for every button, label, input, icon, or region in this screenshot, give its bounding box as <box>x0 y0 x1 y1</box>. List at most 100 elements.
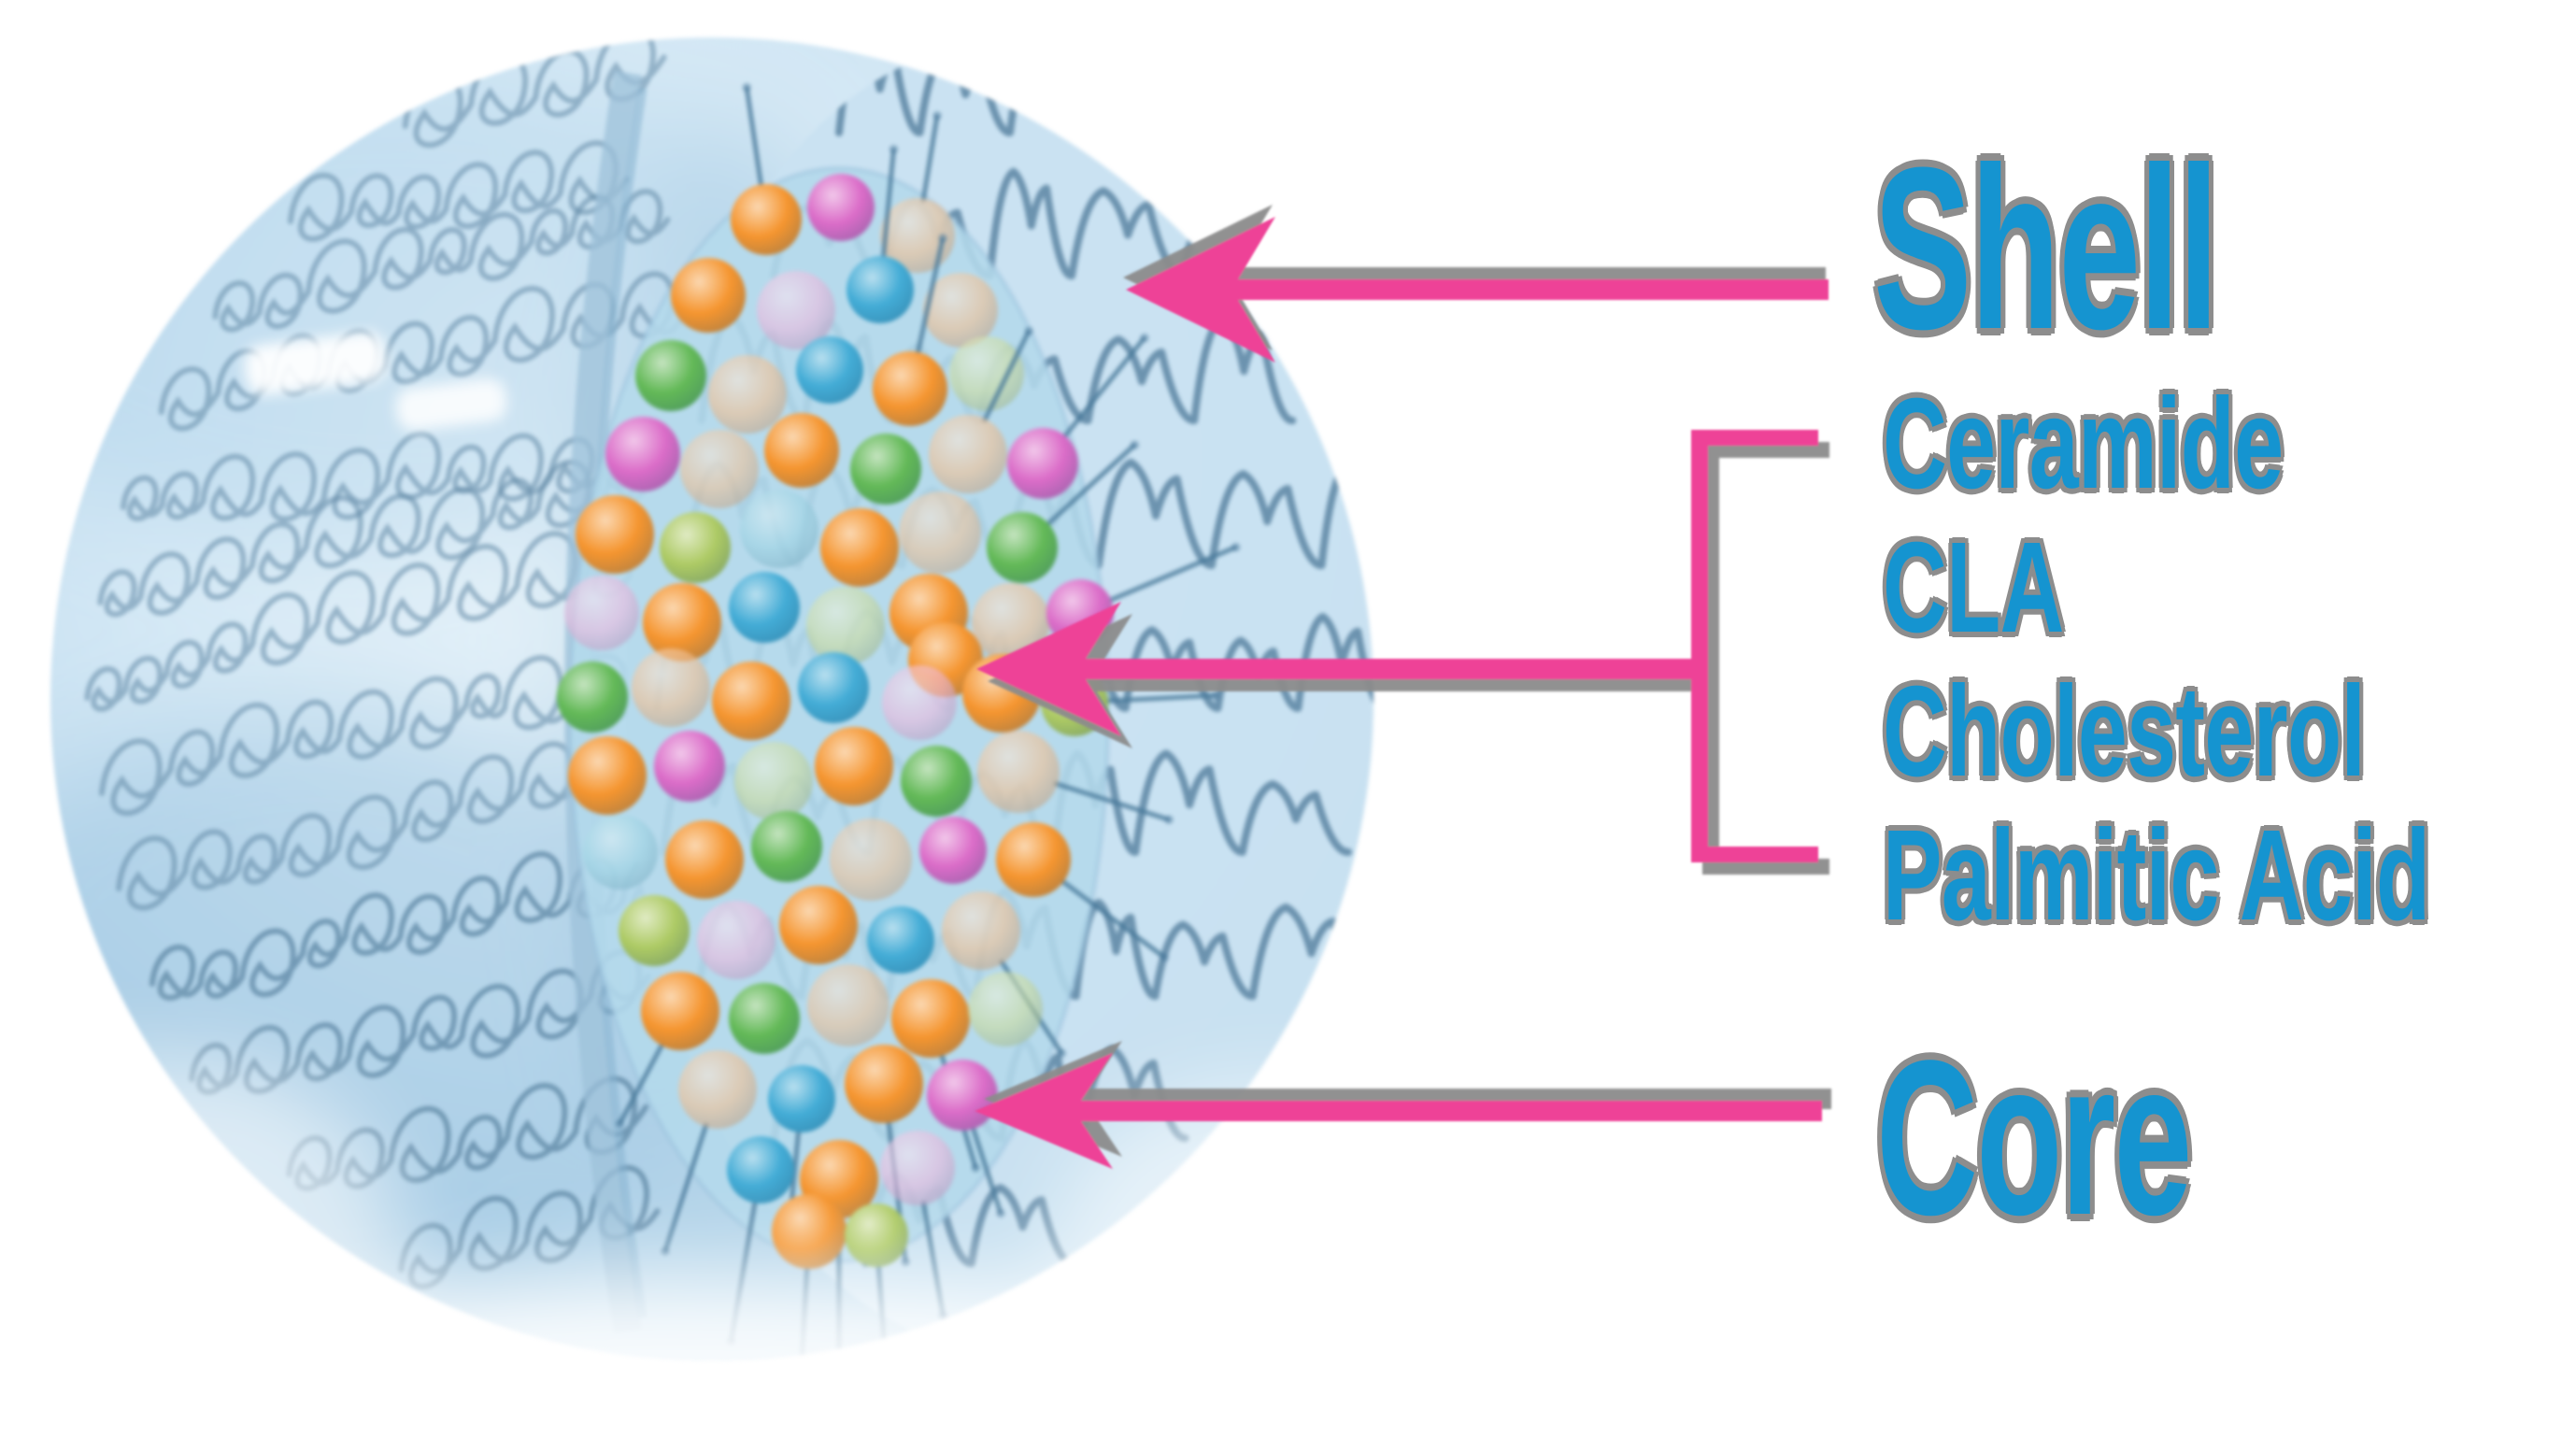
molecule-ball <box>583 815 658 890</box>
molecule-ball <box>891 979 970 1058</box>
molecule-tail <box>1044 443 1137 528</box>
molecule-ball <box>820 508 899 587</box>
core-label: Core <box>1876 1015 2192 1261</box>
molecule-ball <box>845 1203 908 1267</box>
molecule-ball <box>873 351 947 426</box>
molecule-ball <box>757 271 835 349</box>
bracket-bottom-stub <box>1691 847 1818 862</box>
components-arrow-and-bracket <box>976 430 1818 862</box>
core-molecule-dots <box>557 83 1241 1360</box>
molecule-tail <box>981 330 1032 424</box>
molecule-ball <box>880 1131 955 1205</box>
bracket-vertical <box>1691 430 1708 862</box>
molecule-tail <box>970 1124 1003 1215</box>
core-arrow <box>975 1053 1822 1169</box>
molecule-ball <box>929 415 1007 493</box>
molecule-ball <box>807 964 890 1046</box>
molecule-tail <box>662 1122 709 1252</box>
molecule-tail <box>1053 780 1170 822</box>
molecule-ball <box>942 891 1020 970</box>
molecule-ball <box>641 972 719 1050</box>
core-arrow-shaft <box>1079 1101 1822 1121</box>
molecule-ball <box>1007 428 1078 499</box>
bracket-top-stub <box>1691 430 1818 446</box>
molecule-tail <box>1103 692 1216 704</box>
molecule-ball <box>880 198 955 273</box>
molecule-ball <box>729 572 800 643</box>
molecule-ball <box>654 731 725 802</box>
molecule-ball <box>815 727 893 805</box>
molecule-ball <box>564 576 639 650</box>
shell-arrow <box>1126 217 1829 363</box>
molecule-tail <box>1059 877 1166 960</box>
molecule-ball <box>949 336 1024 411</box>
molecule-ball <box>977 731 1060 813</box>
molecule-ball <box>678 1050 757 1129</box>
molecule-ball <box>807 174 875 241</box>
molecule-ball <box>764 413 839 488</box>
molecule-ball <box>568 736 647 815</box>
molecule-ball <box>729 983 800 1054</box>
molecule-ball <box>779 886 858 964</box>
shell-arrowhead-icon <box>1126 217 1275 363</box>
molecule-ball <box>671 258 746 333</box>
molecule-ball <box>660 512 731 583</box>
component-label: CLA <box>1883 516 2064 660</box>
molecule-ball <box>665 820 744 899</box>
molecule-tail <box>915 237 946 357</box>
molecule-ball <box>972 583 1050 662</box>
molecule-ball <box>740 490 818 568</box>
molecule-ball <box>680 430 759 508</box>
component-label: Cholesterol <box>1883 660 2366 804</box>
molecule-tail <box>880 149 896 261</box>
molecule-ball <box>830 819 912 901</box>
shell-arrow-shaft <box>1235 279 1829 300</box>
component-label: Palmitic Acid <box>1883 804 2430 947</box>
molecule-ball <box>882 665 957 740</box>
molecule-ball <box>927 1060 998 1131</box>
molecule-ball <box>798 652 869 723</box>
molecule-ball <box>847 256 914 323</box>
molecule-ball <box>635 340 706 411</box>
molecule-tail <box>920 115 940 203</box>
molecule-ball <box>923 273 998 348</box>
molecule-ball <box>576 495 654 574</box>
molecule-tail <box>1060 336 1146 441</box>
molecule-ball <box>806 587 885 665</box>
molecule-ball <box>708 355 787 434</box>
component-label: Ceramide <box>1883 372 2284 516</box>
molecule-ball <box>605 417 680 491</box>
molecule-tail <box>618 1041 666 1125</box>
molecule-ball <box>768 1065 835 1132</box>
molecule-ball <box>643 583 721 662</box>
molecule-ball <box>772 1194 847 1269</box>
core-arrowhead-icon <box>975 1053 1113 1169</box>
molecule-ball <box>734 742 813 820</box>
molecule-ball <box>899 491 981 574</box>
components-arrow-shaft <box>1084 659 1701 679</box>
shell-label: Shell <box>1873 120 2219 377</box>
molecule-tail <box>1106 545 1237 604</box>
nanoparticle-sphere <box>50 37 1373 1360</box>
molecule-ball <box>996 822 1071 897</box>
molecule-tail <box>744 87 764 189</box>
molecule-ball <box>867 906 934 974</box>
molecule-ball <box>731 184 802 255</box>
molecule-ball <box>901 746 972 817</box>
molecule-ball <box>619 895 690 966</box>
components-arrowhead-icon <box>976 602 1121 736</box>
molecule-ball <box>727 1136 794 1203</box>
molecule-ball <box>919 817 987 884</box>
molecule-ball <box>796 336 863 404</box>
molecule-ball <box>845 1045 923 1123</box>
molecule-ball <box>968 972 1043 1046</box>
molecule-ball <box>850 434 921 505</box>
molecule-ball <box>557 662 628 733</box>
molecule-ball <box>987 512 1058 583</box>
molecule-ball <box>697 901 776 979</box>
molecule-ball <box>632 648 710 727</box>
glare-highlight <box>244 332 507 431</box>
